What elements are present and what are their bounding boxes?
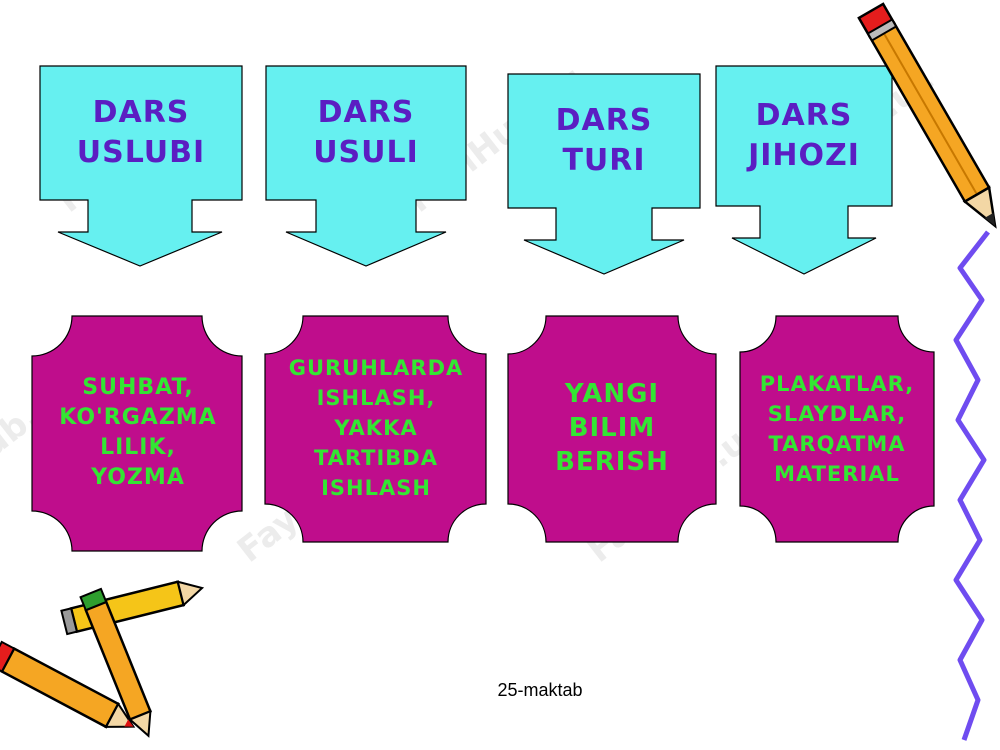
pencil-icon [857,2,997,229]
arrow-callout-2 [265,65,467,267]
plaque-box-3 [507,315,717,543]
footer-text: 25-maktab [497,680,583,700]
arrow-callout-4 [715,65,893,275]
arrow-callout-1 [39,65,243,267]
pencils-icon [0,580,205,738]
plaque-box-2 [264,315,487,543]
plaque-box-4 [739,315,935,543]
arrow-callout-3 [507,73,701,275]
plaque-box-1 [31,315,243,552]
wavy-line [953,230,990,741]
